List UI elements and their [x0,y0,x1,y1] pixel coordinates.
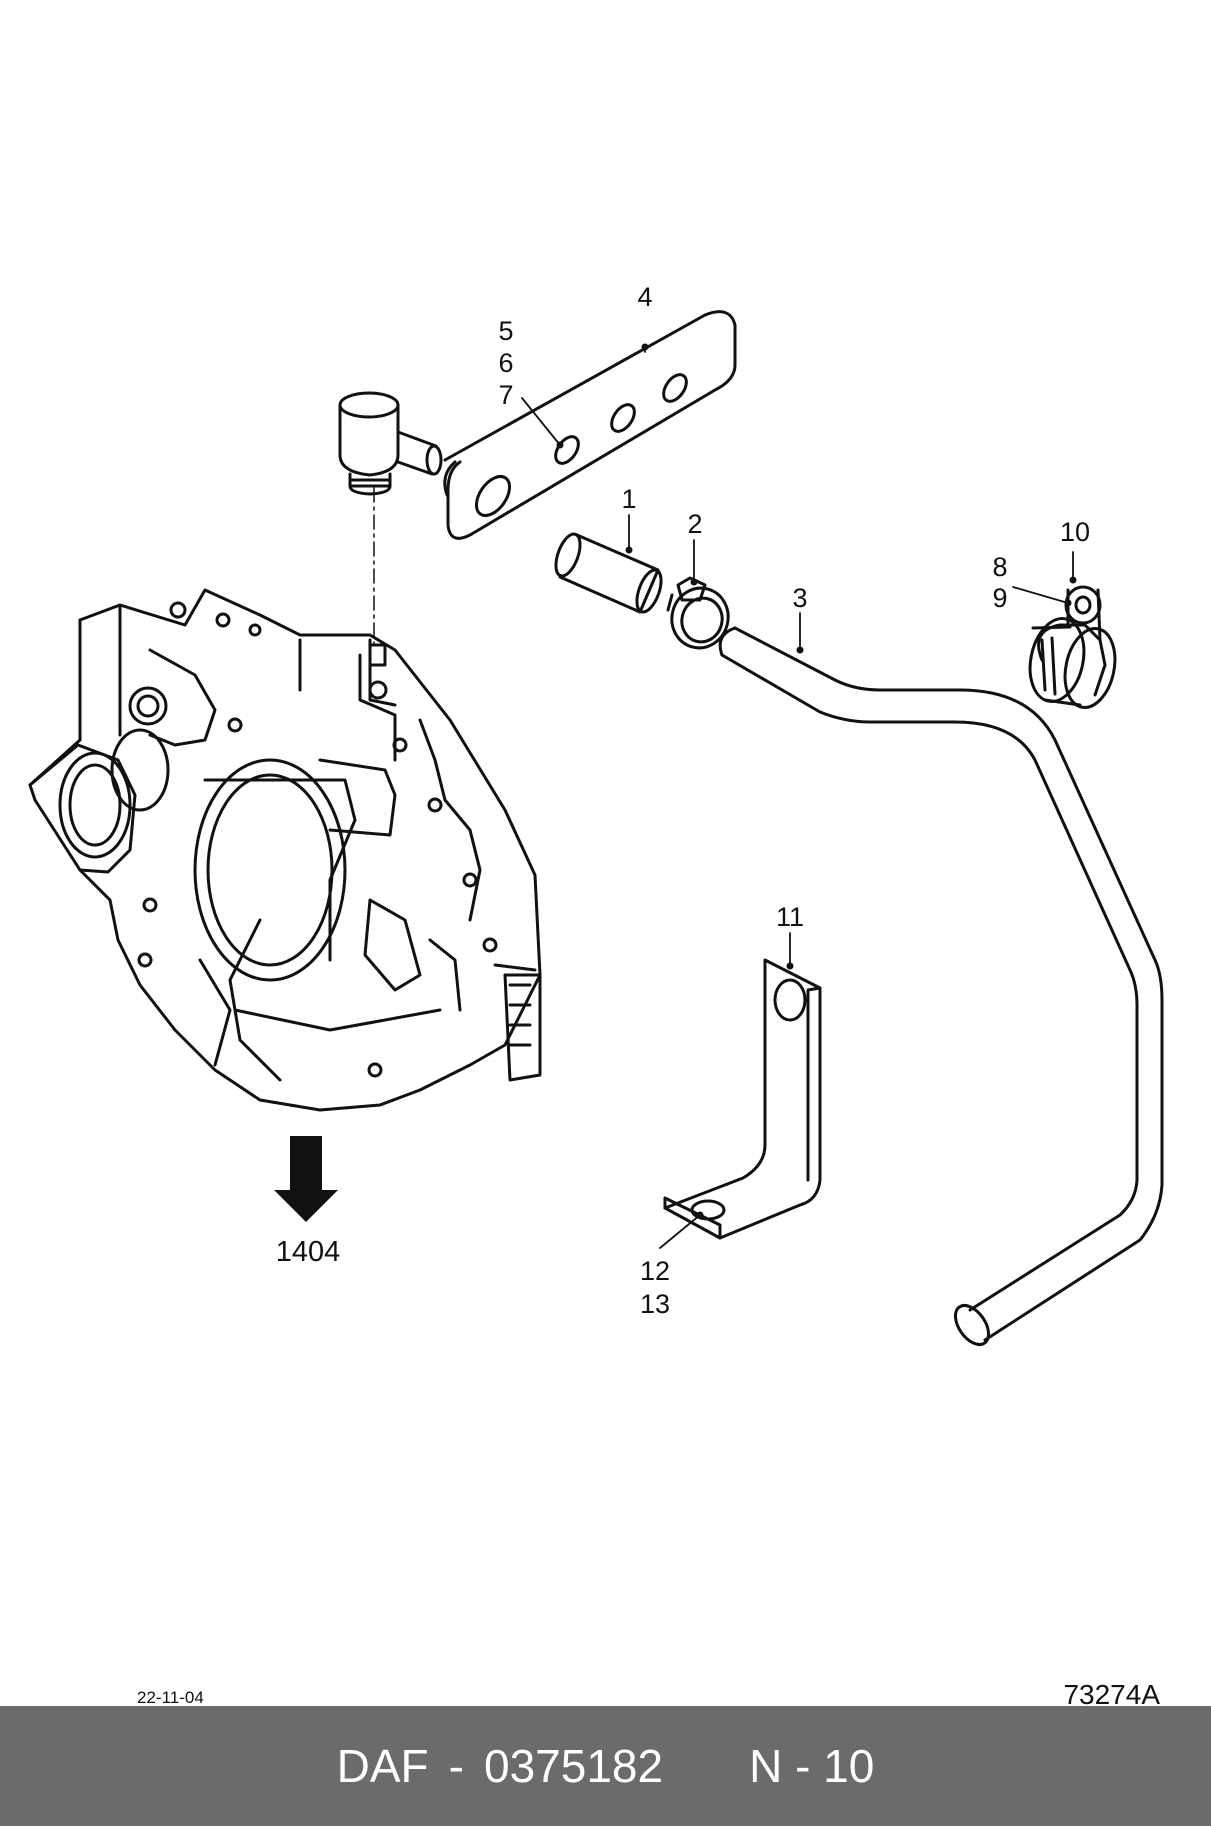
bracket-strip [443,310,737,540]
callout-11: 11 [776,902,804,932]
callout-12: 12 [640,1256,670,1286]
parts-diagram: 4 5 6 7 1 2 3 10 8 9 11 12 13 1404 22-11… [28,282,1164,1706]
callout-5: 5 [498,316,513,346]
callout-2: 2 [687,509,702,539]
l-bracket [663,958,822,1240]
callout-3: 3 [792,583,807,613]
drawing-id: 73274A [1063,1679,1160,1706]
footer-dash: - [448,1740,464,1792]
leader-lines [521,344,1074,1249]
sleeve [554,532,663,614]
footer-part-number: 0375182 [483,1740,664,1792]
footer-bar: DAF - 0375182 N - 10 [0,1706,1211,1826]
callout-9: 9 [992,583,1007,613]
flywheel-housing [28,588,542,1112]
callout-10: 10 [1060,517,1090,547]
callout-7: 7 [498,380,513,410]
footer-brand: DAF [336,1740,429,1792]
callout-1: 1 [621,484,636,514]
arrow-down-icon [274,1136,338,1222]
date-label: 22-11-04 [137,1688,204,1706]
footer-code: N - 10 [749,1740,875,1792]
reference-label: 1404 [276,1236,341,1268]
callout-6: 6 [498,348,513,378]
callout-13: 13 [640,1289,670,1319]
hose-clip [1028,585,1117,709]
breather-elbow [338,391,443,496]
callout-4: 4 [637,282,652,312]
hose [718,626,1164,1347]
hose-clamp [666,576,730,650]
callout-8: 8 [992,552,1007,582]
